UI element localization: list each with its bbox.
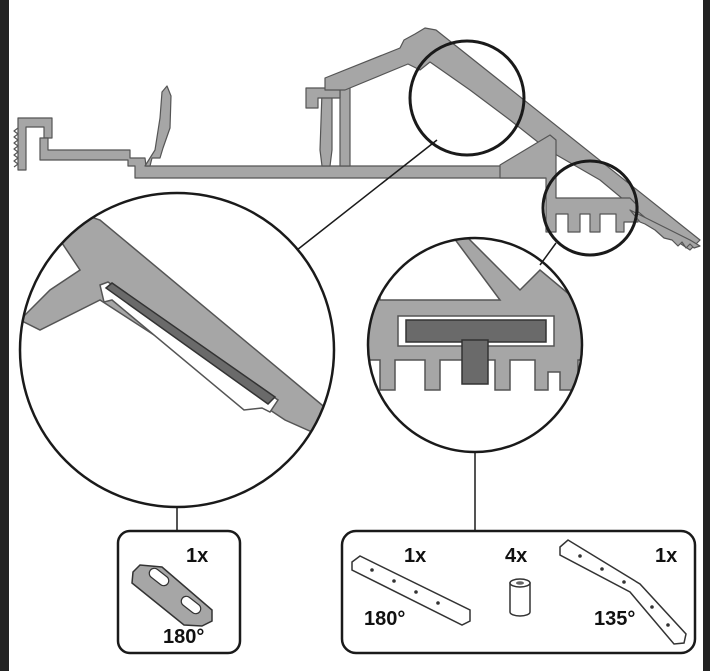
zoom-right-plate xyxy=(405,319,547,343)
zoom-detail-left xyxy=(20,198,334,441)
left-plate-qty: 1x xyxy=(186,545,208,567)
profile-web-mid xyxy=(339,81,351,167)
profile-base-rail xyxy=(39,137,546,179)
profile-tail xyxy=(629,209,701,249)
connector-plate-angled-135-icon xyxy=(559,539,687,645)
right-frame-edge xyxy=(703,0,710,671)
zoom-right-sleeve xyxy=(461,339,489,385)
right-angled-qty: 1x xyxy=(655,545,677,567)
profile-left-thread xyxy=(13,127,19,168)
connector-plate-180-icon xyxy=(351,555,471,626)
right-angled-angle: 135° xyxy=(594,608,635,630)
right-sleeve-qty: 4x xyxy=(505,545,527,567)
profile-hook xyxy=(144,85,172,167)
profile-web-left xyxy=(319,91,333,167)
magnifier-circle-left xyxy=(408,39,526,157)
right-plate-angle: 180° xyxy=(364,608,405,630)
profile-bracket-arm xyxy=(305,87,341,109)
profile-cross-section xyxy=(13,27,701,251)
profile-left-channel xyxy=(17,117,53,171)
connector-plate-180-icon xyxy=(131,564,213,627)
leader-left xyxy=(296,139,438,251)
zoom-left-rail xyxy=(20,198,334,441)
magnifier-circle-right xyxy=(541,159,639,257)
left-plate-angle: 180° xyxy=(163,626,204,648)
profile-right-box xyxy=(499,134,639,233)
right-plate-qty: 1x xyxy=(404,545,426,567)
zoom-detail-right xyxy=(368,238,582,391)
left-frame-edge xyxy=(0,0,9,671)
zoom-left-insert xyxy=(104,282,277,405)
sleeve-nut-icon xyxy=(509,578,531,617)
